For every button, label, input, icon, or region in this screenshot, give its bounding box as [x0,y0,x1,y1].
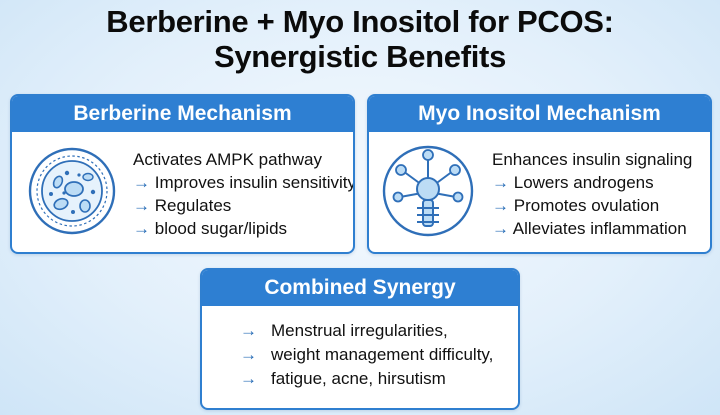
arrow-right-icon: → [492,219,509,238]
berberine-card-heading: Berberine Mechanism [12,96,353,132]
cell-icon [27,146,117,241]
berberine-text: Activates AMPK pathway → Improves insuli… [133,148,355,240]
synergy-card-heading: Combined Synergy [202,270,518,306]
page-title: Berberine + Myo Inositol for PCOS: Syner… [0,4,720,74]
myo-card-heading: Myo Inositol Mechanism [369,96,710,132]
myo-line: Enhances insulin signaling [492,150,693,169]
berberine-line: Activates AMPK pathway [133,150,322,169]
arrow-right-icon: → [240,369,257,388]
arrow-right-icon: → [240,345,257,364]
synergy-line: →weight management difficulty, [240,345,494,364]
arrow-right-icon: → [133,219,150,238]
arrow-right-icon: → [133,196,150,215]
molecule-signaling-icon [382,143,474,244]
myo-inositol-mechanism-card: Myo Inositol Mechanism Enhances insulin … [367,94,712,254]
berberine-mechanism-card: Berberine Mechanism Activates AMPK pathw… [10,94,355,254]
arrow-right-icon: → [492,173,509,192]
myo-line: → Alleviates inflammation [492,219,687,238]
arrow-right-icon: → [240,321,257,340]
myo-text: Enhances insulin signaling → Lowers andr… [492,148,692,240]
synergy-line: →Menstrual irregularities, [240,321,448,340]
title-line-1: Berberine + Myo Inositol for PCOS: [106,4,614,39]
arrow-right-icon: → [133,173,150,192]
combined-synergy-card: Combined Synergy →Menstrual irregulariti… [200,268,520,410]
berberine-line: → Improves insulin sensitivity [133,173,355,192]
berberine-line: → blood sugar/lipids [133,219,288,238]
synergy-line: →fatigue, acne, hirsutism [240,369,446,388]
berberine-line: → Regulates [133,196,232,215]
arrow-right-icon: → [492,196,509,215]
synergy-text: →Menstrual irregularities, →weight manag… [240,319,493,391]
myo-line: → Promotes ovulation [492,196,660,215]
title-line-2: Synergistic Benefits [213,39,507,74]
myo-line: → Lowers androgens [492,173,654,192]
